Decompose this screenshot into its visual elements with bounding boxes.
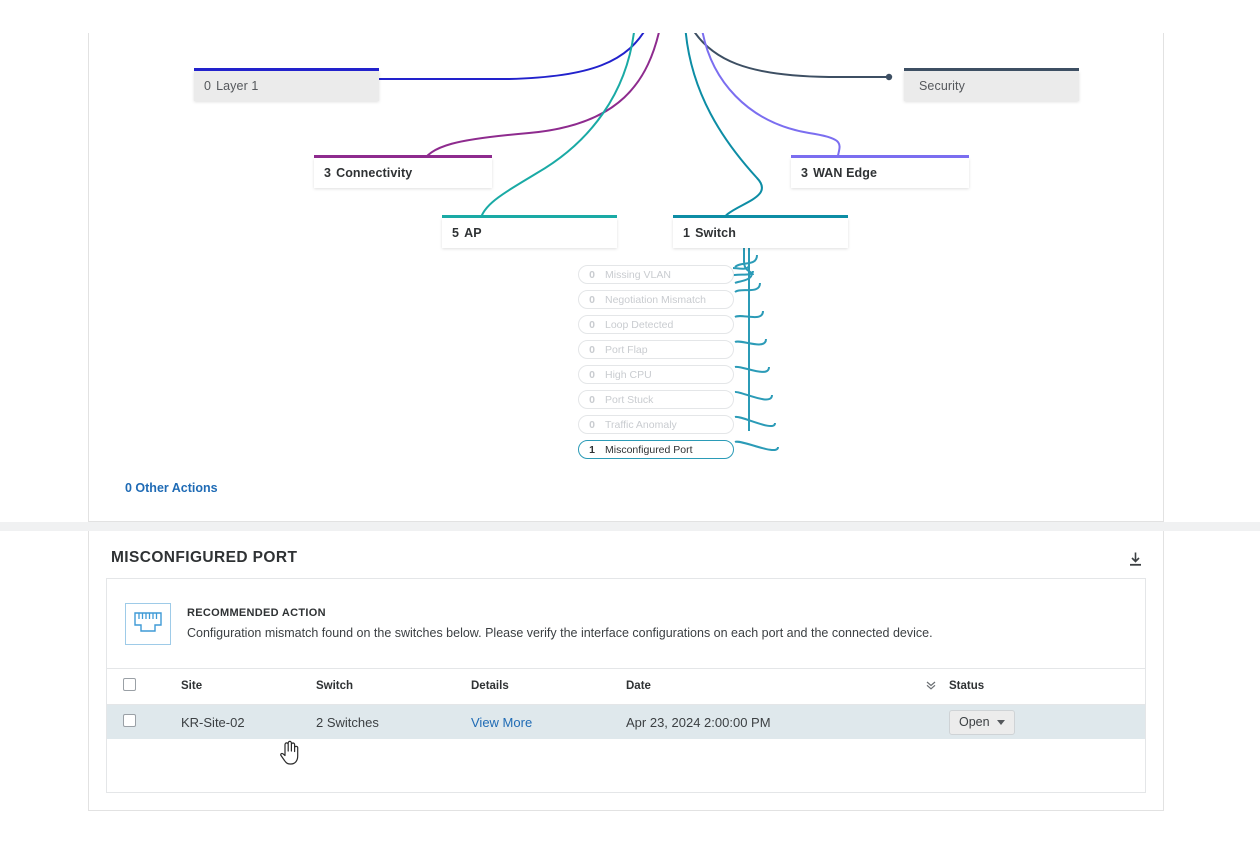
category-box-layer-1[interactable]: 0 Layer 1 bbox=[194, 71, 379, 101]
category-box-wan-edge[interactable]: 3 WAN Edge bbox=[791, 158, 969, 188]
issue-pill-missing-vlan[interactable]: 0 Missing VLAN bbox=[578, 265, 734, 284]
category-label-ap: AP bbox=[464, 226, 482, 240]
issue-count-loop-detected: 0 bbox=[579, 319, 605, 331]
category-label-wan-edge: WAN Edge bbox=[813, 166, 877, 180]
category-box-switch[interactable]: 1 Switch bbox=[673, 218, 848, 248]
issue-pill-port-flap[interactable]: 0 Port Flap bbox=[578, 340, 734, 359]
issue-pill-high-cpu[interactable]: 0 High CPU bbox=[578, 365, 734, 384]
page-title: MISCONFIGURED PORT bbox=[111, 549, 297, 567]
issue-pill-loop-detected[interactable]: 0 Loop Detected bbox=[578, 315, 734, 334]
category-count-connectivity: 3 bbox=[324, 166, 331, 180]
category-bar-switch bbox=[673, 215, 848, 218]
recommended-action-heading: RECOMMENDED ACTION bbox=[187, 607, 933, 619]
cell-status: Open bbox=[941, 710, 1145, 735]
issues-table: Site Switch Details Date Status KR-Site-… bbox=[106, 668, 1146, 793]
category-bar-security bbox=[904, 68, 1079, 71]
category-count-ap: 5 bbox=[452, 226, 459, 240]
issue-count-high-cpu: 0 bbox=[579, 369, 605, 381]
category-label-security: Security bbox=[919, 79, 965, 93]
recommended-action-description: Configuration mismatch found on the swit… bbox=[187, 626, 933, 640]
column-header-date[interactable]: Date bbox=[626, 680, 921, 692]
recommended-action-text: RECOMMENDED ACTION Configuration mismatc… bbox=[187, 607, 933, 640]
cell-details: View More bbox=[471, 715, 626, 730]
cell-date: Apr 23, 2024 2:00:00 PM bbox=[626, 715, 921, 730]
other-actions-link[interactable]: 0 Other Actions bbox=[125, 481, 218, 495]
category-label-layer-1: Layer 1 bbox=[216, 79, 258, 93]
column-header-site[interactable]: Site bbox=[181, 680, 316, 692]
issue-label-negotiation-mismatch: Negotiation Mismatch bbox=[605, 294, 733, 306]
issue-count-missing-vlan: 0 bbox=[579, 269, 605, 281]
row-select-cell bbox=[107, 714, 181, 730]
recommended-action-box: RECOMMENDED ACTION Configuration mismatc… bbox=[106, 578, 1146, 669]
issue-label-high-cpu: High CPU bbox=[605, 369, 733, 381]
column-header-status[interactable]: Status bbox=[941, 680, 1145, 692]
misconfigured-port-panel: MISCONFIGURED PORT RECOMMENDED ACTION Co… bbox=[88, 531, 1164, 811]
select-all-checkbox[interactable] bbox=[123, 678, 136, 691]
issue-count-traffic-anomaly: 0 bbox=[579, 419, 605, 431]
issue-pill-negotiation-mismatch[interactable]: 0 Negotiation Mismatch bbox=[578, 290, 734, 309]
category-label-connectivity: Connectivity bbox=[336, 166, 412, 180]
category-bar-connectivity bbox=[314, 155, 492, 158]
issue-count-misconfigured-port: 1 bbox=[579, 444, 605, 456]
issue-count-port-stuck: 0 bbox=[579, 394, 605, 406]
issue-label-missing-vlan: Missing VLAN bbox=[605, 269, 733, 281]
column-header-details[interactable]: Details bbox=[471, 680, 626, 692]
category-bar-wan-edge bbox=[791, 155, 969, 158]
issue-pill-traffic-anomaly[interactable]: 0 Traffic Anomaly bbox=[578, 415, 734, 434]
action-tree-panel: 0 Layer 1 3 Connectivity 5 AP 1 Switch 3… bbox=[88, 33, 1164, 522]
cell-site: KR-Site-02 bbox=[181, 715, 316, 730]
issue-pill-port-stuck[interactable]: 0 Port Stuck bbox=[578, 390, 734, 409]
table-header-row: Site Switch Details Date Status bbox=[107, 668, 1145, 705]
category-box-ap[interactable]: 5 AP bbox=[442, 218, 617, 248]
select-all-cell bbox=[107, 678, 181, 694]
ethernet-port-icon bbox=[125, 603, 171, 645]
double-chevron-down-icon[interactable] bbox=[921, 679, 941, 694]
issue-count-negotiation-mismatch: 0 bbox=[579, 294, 605, 306]
category-box-connectivity[interactable]: 3 Connectivity bbox=[314, 158, 492, 188]
category-count-layer-1: 0 bbox=[204, 79, 211, 93]
column-header-switch[interactable]: Switch bbox=[316, 680, 471, 692]
row-checkbox[interactable] bbox=[123, 714, 136, 727]
chevron-down-icon bbox=[997, 720, 1005, 725]
category-label-switch: Switch bbox=[695, 226, 736, 240]
table-row[interactable]: KR-Site-02 2 Switches View More Apr 23, … bbox=[107, 705, 1145, 739]
category-bar-layer-1 bbox=[194, 68, 379, 71]
category-count-switch: 1 bbox=[683, 226, 690, 240]
issue-label-port-flap: Port Flap bbox=[605, 344, 733, 356]
cell-switch: 2 Switches bbox=[316, 715, 471, 730]
status-dropdown-label: Open bbox=[959, 715, 990, 729]
issue-label-misconfigured-port: Misconfigured Port bbox=[605, 444, 733, 456]
category-box-security[interactable]: Security bbox=[904, 71, 1079, 101]
issue-count-port-flap: 0 bbox=[579, 344, 605, 356]
status-dropdown[interactable]: Open bbox=[949, 710, 1015, 735]
download-icon[interactable] bbox=[1125, 549, 1145, 569]
issue-label-traffic-anomaly: Traffic Anomaly bbox=[605, 419, 733, 431]
view-more-link[interactable]: View More bbox=[471, 715, 532, 730]
issue-label-loop-detected: Loop Detected bbox=[605, 319, 733, 331]
issue-label-port-stuck: Port Stuck bbox=[605, 394, 733, 406]
panel-divider bbox=[0, 522, 1260, 531]
category-count-wan-edge: 3 bbox=[801, 166, 808, 180]
issue-pill-misconfigured-port[interactable]: 1 Misconfigured Port bbox=[578, 440, 734, 459]
category-bar-ap bbox=[442, 215, 617, 218]
